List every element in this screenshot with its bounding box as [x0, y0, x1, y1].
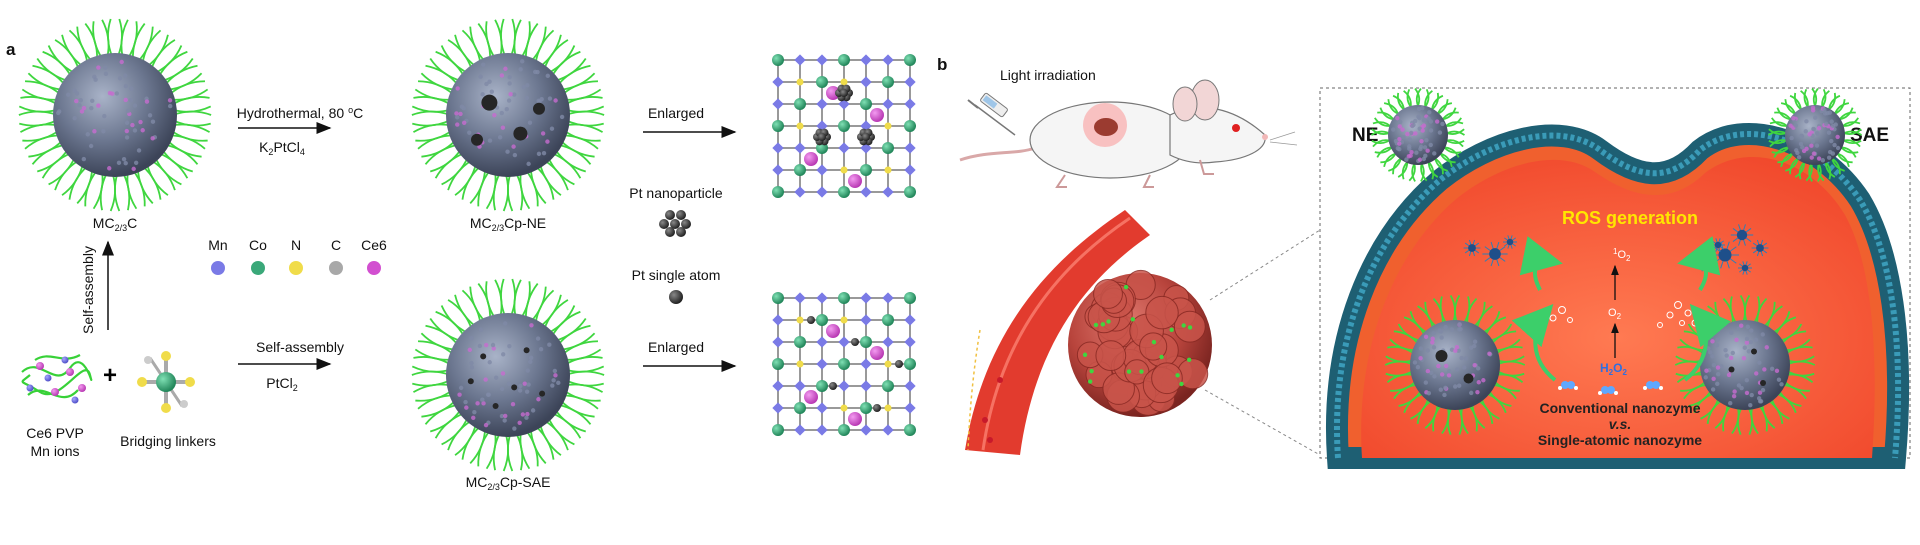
ce6-pvp-label: Ce6 PVP: [26, 425, 84, 441]
enlarged-top-label: Enlarged: [648, 105, 704, 121]
pt-single-atom-label: Pt single atom: [632, 267, 721, 283]
lattice-ne: [772, 54, 916, 198]
k2ptcl4-label: K2PtCl4: [259, 139, 305, 157]
vs-label: v.s.: [1609, 416, 1632, 432]
legend-label-c: C: [331, 237, 341, 253]
enlarged-bottom-label: Enlarged: [648, 339, 704, 355]
legend-swatch-c: [329, 261, 343, 275]
light-irradiation-label: Light irradiation: [1000, 67, 1096, 83]
legend-label-ce6: Ce6: [361, 237, 387, 253]
mouse-illustration: [960, 80, 1297, 187]
legend-swatch-n: [289, 261, 303, 275]
ptcl2-label: PtCl2: [266, 375, 297, 393]
element-legend: Mn Co N C Ce6: [208, 237, 387, 275]
syringe-icon: [968, 93, 1015, 135]
ce6-pvp-mn-cluster: [22, 355, 91, 404]
zoom-line-bottom: [1205, 390, 1320, 455]
vertical-selfassembly-label: Self-assembly: [80, 246, 96, 334]
nanoparticle-ne: [412, 19, 604, 211]
legend-label-co: Co: [249, 237, 267, 253]
legend-swatch-mn: [211, 261, 225, 275]
conventional-nanozyme-label: Conventional nanozyme: [1539, 400, 1700, 416]
legend-swatch-ce6: [367, 261, 381, 275]
mc23c-label: MC2/3C: [93, 215, 137, 233]
pt-nanoparticle-label: Pt nanoparticle: [629, 185, 723, 201]
legend-swatch-co: [251, 261, 265, 275]
nanoparticle-mc23c: [19, 19, 211, 211]
mn-ions-label: Mn ions: [30, 443, 79, 459]
plus-sign: +: [103, 362, 117, 389]
panel-b-label: b: [937, 55, 947, 74]
ne-label: MC2/3Cp-NE: [470, 215, 546, 233]
legend-label-mn: Mn: [208, 237, 227, 253]
zoom-line-top: [1210, 230, 1320, 300]
selfassembly-label: Self-assembly: [256, 339, 344, 355]
sae-label: MC2/3Cp-SAE: [466, 474, 551, 492]
ros-generation-label: ROS generation: [1562, 208, 1698, 228]
single-atomic-nanozyme-label: Single-atomic nanozyme: [1538, 432, 1702, 448]
lattice-sae: [772, 292, 916, 436]
pt-nanoparticle-icon: [659, 210, 691, 237]
tumor-cluster: [1068, 270, 1212, 417]
hydrothermal-condition: Hydrothermal, 80 oC: [237, 105, 363, 121]
bridging-linkers-label: Bridging linkers: [120, 433, 216, 449]
bridging-linker-icon: [137, 351, 195, 413]
panel-a-label: a: [6, 40, 16, 59]
nanoparticle-sae: [412, 279, 604, 471]
pt-single-atom-icon: [669, 290, 683, 304]
legend-label-n: N: [291, 237, 301, 253]
